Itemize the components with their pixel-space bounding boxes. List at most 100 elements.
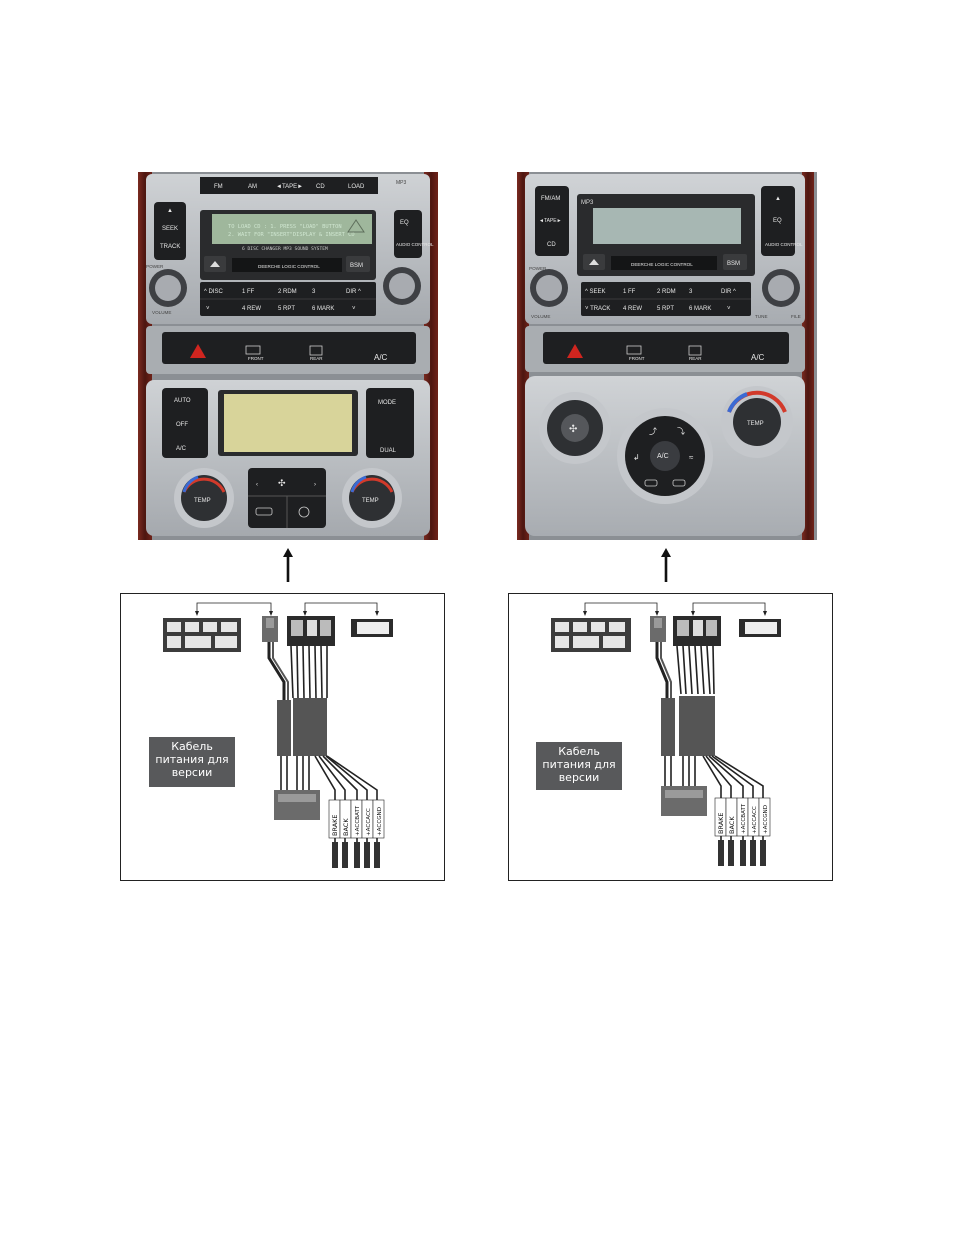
climate-auto-button[interactable]: AUTO [174,398,191,404]
fresh-air-icon[interactable] [672,479,686,487]
power-cable-note: Кабель питания для версии [536,742,622,790]
fan-up-icon[interactable]: › [314,482,316,488]
right-temp-knob[interactable]: TEMP [362,498,379,504]
wire-label-back: BACK [342,818,350,836]
preset-3[interactable]: 3 [312,289,316,295]
note-line: Кабель [171,740,213,753]
audio-control-button[interactable]: AUDIO CONTROL [765,242,803,247]
eq-button[interactable]: EQ [773,218,782,224]
preset-1[interactable]: 1 FF [623,289,636,295]
connection-arrow [304,602,378,612]
am-button[interactable]: AM [248,184,257,190]
preset-5[interactable]: 5 RPT [657,306,674,312]
eq-button[interactable]: EQ [400,220,409,226]
climate-mode-button[interactable]: MODE [378,400,396,406]
power-label: POWER [529,266,547,271]
mp3-badge: MP3 [396,180,407,186]
tune-knob[interactable] [389,273,415,299]
wire-label-accbatt: +ACCBATT [355,805,361,836]
preset-row-1: ^ SEEK 1 FF 2 RDM 3 DIR ^ [585,289,736,295]
preset-dir-up[interactable]: DIR ^ [346,289,361,295]
ac-button[interactable]: A/C [751,353,765,362]
preset-disc-up[interactable]: ^ DISC [204,289,223,295]
preset-6[interactable]: 6 MARK [312,306,334,312]
display-line-1: TO LOAD CD : 1. PRESS "LOAD" BUTTON [228,224,342,230]
vent-feet-icon[interactable]: ↲ [633,453,640,462]
preset-dir-down[interactable]: ˅ [727,306,731,312]
recirculation-icon[interactable] [644,479,658,487]
volume-knob[interactable] [536,275,562,301]
tape-button[interactable]: ◄TAPE► [276,184,303,190]
cd-button[interactable]: CD [316,184,325,190]
bsm-button[interactable]: BSM [727,261,740,267]
cd-button[interactable]: CD [547,242,556,248]
mode-ac-button[interactable]: A/C [657,453,669,460]
preset-seek-up[interactable]: ^ SEEK [585,289,606,295]
volume-label: VOLUME [152,310,171,315]
seek-button[interactable]: SEEK [162,226,178,232]
preset-dir-down[interactable]: ˅ [352,306,356,312]
preset-dir-up[interactable]: DIR ^ [721,289,736,295]
rear-defrost-button[interactable]: REAR [689,356,702,361]
vent-bilevel-icon[interactable]: ⤵ [677,427,685,436]
preset-5[interactable]: 5 RPT [278,306,295,312]
left-temp-knob[interactable]: TEMP [194,498,211,504]
cable-sleeve [679,696,715,756]
tune-knob[interactable] [768,275,794,301]
front-defrost-icon [245,345,261,355]
preset-4[interactable]: 4 REW [623,306,642,312]
right-lcd-display [593,208,741,244]
front-defrost-button[interactable]: FRONT [248,356,264,361]
cable-sleeve [661,698,675,756]
eject-button[interactable]: ▲ [167,208,173,214]
note-line: версии [171,766,213,779]
hazard-icon[interactable] [190,344,206,358]
recirculation-icon[interactable] [255,507,273,516]
hazard-icon[interactable] [567,344,583,358]
preset-2[interactable]: 2 RDM [278,289,297,295]
bsm-button[interactable]: BSM [350,263,363,269]
climate-off-button[interactable]: OFF [176,422,188,428]
volume-knob[interactable] [155,275,181,301]
climate-dual-button[interactable]: DUAL [380,448,397,454]
right-wiring-diagram: BRAKE BACK +ACCBATT +ACCACC +ACCGND Кабе… [508,593,833,881]
preset-4[interactable]: 4 REW [242,306,261,312]
wire-label-brake: BRAKE [717,812,725,834]
preset-row-1: ^ DISC 1 FF 2 RDM 3 DIR ^ [204,289,361,295]
preset-2[interactable]: 2 RDM [657,289,676,295]
track-button[interactable]: TRACK [160,244,180,250]
display-subtitle: 6 DISC CHANGER MP3 SOUND SYSTEM [242,246,328,252]
fan-icon[interactable]: ✣ [278,478,286,488]
wire-label-accacc: +ACCACC [752,806,758,834]
eject-icon[interactable] [210,261,220,267]
rear-defrost-button[interactable]: REAR [310,356,323,361]
front-defrost-button[interactable]: FRONT [629,356,645,361]
note-line: Кабель [558,745,600,758]
ac-button[interactable]: A/C [374,353,388,362]
eject-icon[interactable] [589,259,599,265]
left-wiring-diagram: BRAKE BACK +ACCBATT +ACCACC +ACCGND Кабе… [120,593,445,881]
preset-3[interactable]: 3 [689,289,693,295]
wire-label-back: BACK [728,816,736,834]
fan-speed-knob[interactable]: ✣ [569,424,577,435]
vent-face-icon[interactable]: ⤴ [649,426,657,436]
audio-control-button[interactable]: AUDIO CONTROL [396,242,434,247]
note-line: версии [558,771,600,784]
fm-button[interactable]: FM [214,184,223,190]
load-button[interactable]: LOAD [348,184,365,190]
preset-6[interactable]: 6 MARK [689,306,711,312]
fan-down-icon[interactable]: ‹ [256,482,258,488]
top-button-row: FM AM ◄TAPE► CD LOAD [214,184,365,190]
tape-button[interactable]: ◄TAPE► [539,218,562,224]
preset-track-down[interactable]: ˅ TRACK [585,306,610,312]
eject-button[interactable]: ▲ [775,196,781,202]
auto-defog-icon[interactable] [298,506,310,518]
front-defrost-icon [626,345,642,355]
preset-1[interactable]: 1 FF [242,289,255,295]
vent-defrost-icon[interactable]: ≈ [689,453,694,462]
preset-disc-down[interactable]: ˅ [206,306,210,312]
fmam-button[interactable]: FM/AM [541,196,560,202]
warning-icon [347,219,365,233]
temp-knob[interactable]: TEMP [747,421,764,427]
climate-ac-button[interactable]: A/C [176,446,187,452]
